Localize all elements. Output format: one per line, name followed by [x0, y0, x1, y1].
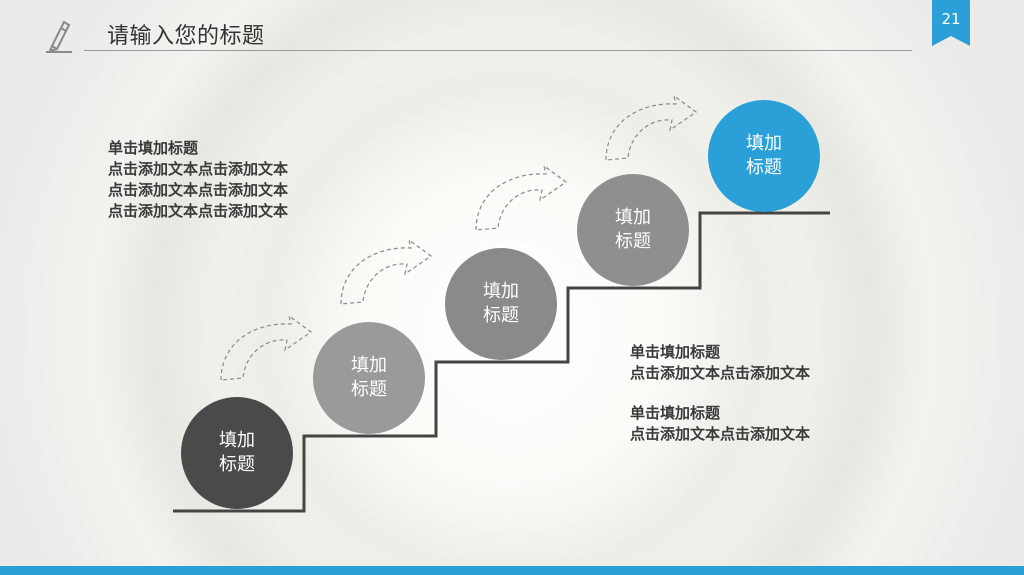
left-text-heading: 单击填加标题	[108, 139, 199, 157]
step-circle-3: 填加 标题	[445, 248, 557, 360]
curved-dashed-arrow-icon	[605, 94, 698, 161]
step-label-line2: 标题	[615, 231, 651, 252]
right-text-body: 点击添加文本点击添加文本	[630, 364, 811, 382]
step-label-line1: 填加	[746, 133, 782, 154]
step-circle-5: 填加 标题	[708, 100, 820, 212]
page-number: 21	[941, 10, 961, 28]
right-text-body: 点击添加文本点击添加文本	[630, 425, 811, 443]
bottom-accent-bar	[0, 566, 1024, 575]
curved-dashed-arrow-icon	[475, 164, 568, 231]
page-title: 请输入您的标题	[107, 24, 265, 49]
right-text-block-1: 单击填加标题 点击添加文本点击添加文本	[630, 342, 810, 384]
pencil-icon	[46, 20, 72, 53]
left-text-line: 点击添加文本点击添加文本	[108, 181, 289, 199]
left-text-block: 单击填加标题 点击添加文本点击添加文本 点击添加文本点击添加文本 点击添加文本点…	[108, 138, 288, 222]
step-circle-1: 填加 标题	[181, 397, 293, 509]
curved-dashed-arrow-icon	[220, 314, 313, 381]
step-label-line2: 标题	[483, 305, 519, 326]
step-label-line1: 填加	[351, 355, 387, 376]
right-text-heading: 单击填加标题	[630, 343, 721, 361]
right-text-block-2: 单击填加标题 点击添加文本点击添加文本	[630, 403, 810, 445]
step-label-line2: 标题	[219, 454, 255, 475]
step-label-line1: 填加	[615, 207, 651, 228]
step-label-line2: 标题	[351, 379, 387, 400]
page-badge-icon	[932, 0, 970, 46]
step-label-line1: 填加	[483, 281, 519, 302]
title-divider	[84, 50, 912, 51]
step-label-line2: 标题	[746, 157, 782, 178]
step-circle-2: 填加 标题	[313, 322, 425, 434]
left-text-line: 点击添加文本点击添加文本	[108, 160, 289, 178]
step-circle-4: 填加 标题	[577, 174, 689, 286]
step-label-line1: 填加	[219, 430, 255, 451]
curved-dashed-arrow-icon	[340, 238, 433, 305]
right-text-heading: 单击填加标题	[630, 404, 721, 422]
left-text-line: 点击添加文本点击添加文本	[108, 202, 289, 220]
